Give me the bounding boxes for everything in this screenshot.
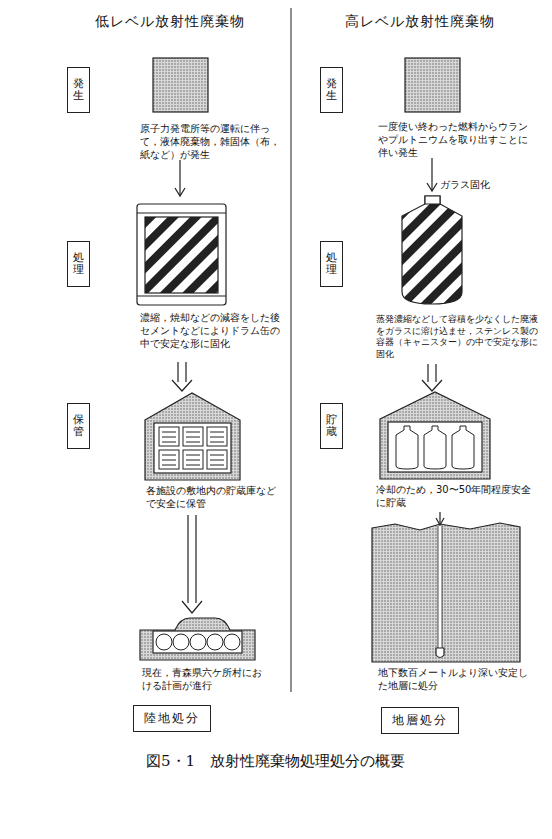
stage-box: 貯蔵 [320,403,343,449]
column-heading: 高レベル放射性廃棄物 [330,12,510,30]
stage-box: 発生 [67,67,90,113]
stage-box: 発生 [320,67,343,113]
figure-caption: 図5・1 放射性廃棄物処理処分の概要 [146,752,405,771]
description-text: 地下数百メートルより深い安定した地層に処分 [378,666,528,692]
stage-label: 処理 [73,252,84,276]
disposal-box: 地層処分 [381,707,459,734]
stage-label: 発生 [326,78,337,102]
description-text: 現在，青森県六ケ所村における計画が進行 [142,666,264,692]
description-text: ガラス固化 [440,178,510,191]
stage-box: 保管 [67,403,90,449]
disposal-box: 陸地処分 [133,705,211,732]
stage-box: 処理 [67,241,90,287]
description-text: 各施設の敷地内の貯蔵庫などで安全に保管 [146,484,282,510]
stage-label: 発生 [73,78,84,102]
description-text: 冷却のため，30〜50年間程度安全に貯蔵 [376,483,536,509]
stage-box: 処理 [320,241,343,287]
stage-label: 地層処分 [392,713,448,727]
description-text: 一度使い終わった燃料からウランやプルトニウムを取り出すことに伴い発生 [378,120,536,159]
stage-label: 貯蔵 [326,414,337,438]
description-text: 原子力発電所等の運転に伴って，液体廃棄物，雑固体（布，紙など）が発生 [140,122,280,161]
column-heading: 低レベル放射性廃棄物 [80,12,260,30]
stage-label: 処理 [326,252,337,276]
stage-label: 保管 [73,414,84,438]
description-text: 蒸発濃縮などして容積を少なくした廃液をガラスに溶け込ませ，ステンレス製の容器（キ… [376,314,546,361]
stage-label: 陸地処分 [144,711,200,725]
description-text: 濃縮，焼却などの減容をした後セメントなどによりドラム缶の中で安定な形に固化 [140,311,284,350]
